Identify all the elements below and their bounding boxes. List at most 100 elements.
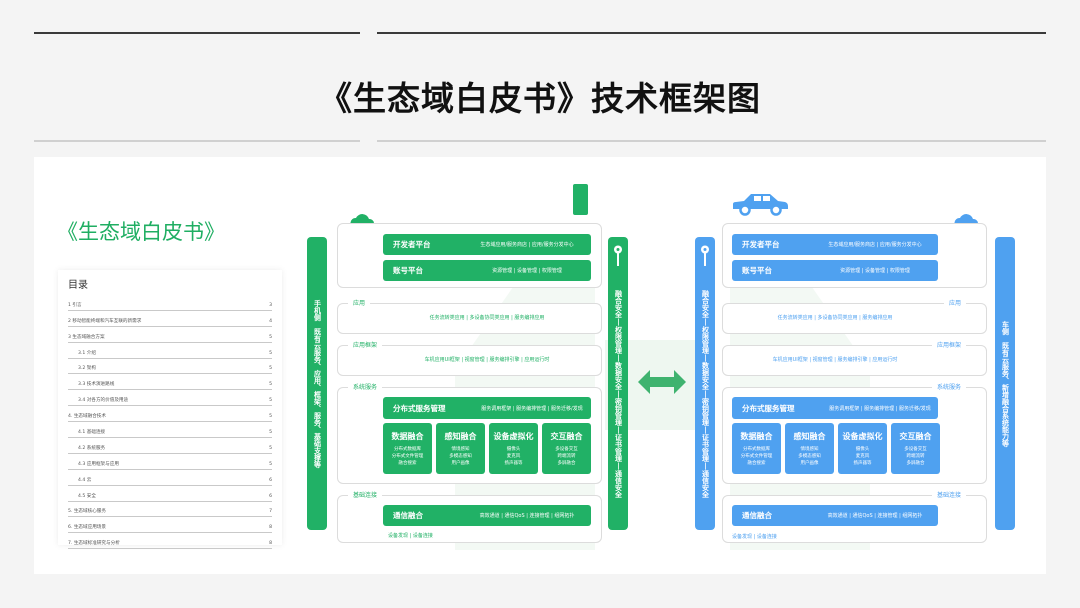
key-icon — [614, 245, 622, 266]
toc-item-label: 4.5 安全 — [78, 493, 96, 499]
car-tile: 交互融合多设备交互跨端流转多屏融合 — [891, 423, 940, 474]
phone-framework-frame: 应用框架 — [337, 340, 602, 376]
car-icon — [733, 194, 788, 216]
toc-item[interactable]: 6. 生态域应用场景 8 — [68, 517, 272, 534]
toc-item-label: 3.2 架构 — [78, 366, 96, 372]
toc-item-label: 4. 生态域融合技术 — [68, 414, 107, 420]
tile-line: 摄像头 — [855, 447, 870, 452]
toc-item-page: 5 — [269, 430, 272, 436]
toc-item[interactable]: 5. 生态域核心服务 7 — [68, 502, 272, 518]
tile-line: 摄像头 — [506, 447, 521, 452]
car-security-text: 融合安全|权限管理|数据安全|密钥管理|证书管理|通信安全 — [701, 289, 710, 498]
car-tile: 数据融合分布式数据库分布式文件管理融合搜索 — [732, 423, 781, 474]
toc-item-page: 6 — [269, 493, 272, 499]
tile-title: 设备虚拟化 — [493, 432, 534, 441]
tile-title: 设备虚拟化 — [842, 432, 883, 441]
car-dev-platform: 开发者平台生态域应用/服务商店 | 应用/服务分发中心 — [732, 234, 938, 255]
tile-line: 用户画像 — [451, 461, 470, 466]
toc-item-label: 4.1 基础连接 — [78, 430, 106, 436]
car-app-frame: 应用 — [722, 298, 987, 334]
toc-item[interactable]: 4.2 系统服务 5 — [68, 438, 272, 454]
phone-security-text: 融合安全|权限管理|数据安全|密钥管理|证书管理|通信安全 — [614, 289, 623, 498]
phone-comm-bar: 通信融合高效通道 | 通信QoS | 连接管理 | 组网拓扑 — [383, 505, 591, 526]
toc-item-page: 5 — [269, 398, 272, 404]
tile-title: 交互融合 — [550, 432, 583, 441]
phone-base-sub: 设备发现 | 设备连接 — [388, 533, 433, 539]
tile-line: 分布式数据库 — [394, 447, 421, 452]
tile-line: 多模态感知 — [798, 454, 821, 459]
tile-line: 多设备交互 — [555, 447, 578, 452]
tile-line: 跨端流转 — [906, 454, 925, 459]
tile-line: 麦克风 — [855, 454, 870, 459]
tile-title: 数据融合 — [391, 432, 424, 441]
tile-line: 情境感知 — [451, 447, 470, 452]
phone-framework-desc: 车机应用UI框架 | 视窗管理 | 服务编排引擎 | 应用运行时 — [424, 357, 550, 363]
toc-item-label: 7. 生态域标准研究与分析 — [68, 541, 120, 547]
top-rule-right — [377, 32, 1046, 34]
toc-item[interactable]: 4.1 基础连接 5 — [68, 422, 272, 439]
toc-item-label: 3.4 对各方的价值及用途 — [78, 398, 129, 404]
toc-item-label: 6. 生态域应用场景 — [68, 525, 107, 531]
tile-title: 感知融合 — [444, 432, 477, 441]
tile-line: 多屏融合 — [557, 461, 576, 466]
tile-line: 多模态感知 — [449, 454, 472, 459]
toc-item-page: 8 — [269, 525, 272, 531]
tile-line: 跨端流转 — [557, 454, 576, 459]
car-base-sub: 设备发现 | 设备连接 — [732, 534, 777, 540]
phone-account-platform: 账号平台资源管理 | 设备管理 | 权限管理 — [383, 260, 591, 281]
toc-item-label: 4.2 系统服务 — [78, 445, 106, 451]
car-framework-desc: 车机应用UI框架 | 视窗管理 | 服务编排引擎 | 应用运行时 — [772, 357, 898, 363]
toc-item[interactable]: 3.4 对各方的价值及用途 5 — [68, 390, 272, 407]
toc-item-label: 4.3 应用框架与应用 — [78, 461, 119, 467]
phone-app-desc: 任务流转类应用 | 多设备协同类应用 | 服务编排应用 — [429, 315, 545, 321]
double-arrow-icon — [638, 370, 686, 394]
tile-line: 情境感知 — [800, 447, 819, 452]
car-framework-frame: 应用框架 — [722, 340, 987, 376]
car-distributed-bar: 分布式服务管理服务调用框架 | 服务编排管理 | 服务迁移/发现 — [732, 397, 938, 419]
toc-item[interactable]: 3 生态域融合方案 5 — [68, 327, 272, 343]
phone-tile: 设备虚拟化摄像头麦克风扬声器等 — [489, 423, 538, 474]
tile-line: 扬声器等 — [504, 461, 523, 466]
toc-item-page: 5 — [269, 350, 272, 356]
phone-icon — [573, 184, 588, 215]
toc-item-label: 2 移动智能终端和汽车互联的新需求 — [68, 318, 142, 324]
toc-item-label: 3 生态域融合方案 — [68, 334, 105, 340]
toc-item-page: 5 — [269, 445, 272, 451]
toc-item-page: 7 — [269, 509, 272, 515]
car-tile: 感知融合情境感知多模态感知用户画像 — [785, 423, 834, 474]
book-title: 《生态域白皮书》 — [57, 220, 225, 244]
toc-item-label: 4.4 云 — [78, 477, 92, 483]
toc-item-page: 5 — [269, 334, 272, 340]
toc-item[interactable]: 4.3 应用框架与应用 5 — [68, 454, 272, 470]
tile-line: 麦克风 — [506, 454, 521, 459]
car-tile: 设备虚拟化摄像头麦克风扬声器等 — [838, 423, 887, 474]
phone-security-bar: 融合安全|权限管理|数据安全|密钥管理|证书管理|通信安全 — [608, 237, 628, 530]
toc-item[interactable]: 3.2 架构 5 — [68, 359, 272, 375]
tile-line: 分布式数据库 — [743, 447, 770, 452]
phone-side-bar: 手机侧 既有云服务、应用、框架、服务、基础支撑等 — [307, 237, 327, 530]
toc-item-label: 5. 生态域核心服务 — [68, 509, 107, 515]
page-title: 《生态域白皮书》技术框架图 — [319, 79, 761, 118]
toc-item-page: 5 — [269, 366, 272, 372]
toc-item[interactable]: 4.5 安全 6 — [68, 486, 272, 502]
tile-title: 数据融合 — [740, 432, 773, 441]
toc-item-page: 3 — [269, 302, 272, 308]
tile-title: 交互融合 — [899, 432, 932, 441]
toc-heading: 目录 — [68, 280, 88, 291]
car-side-bar: 车侧 既有云服务、新增融合系统能力等 — [995, 237, 1015, 530]
toc-item-page: 5 — [269, 382, 272, 388]
phone-app-frame: 应用 — [337, 298, 602, 334]
tile-line: 分布式文件管理 — [740, 454, 773, 459]
phone-tile: 感知融合情境感知多模态感知用户画像 — [436, 423, 485, 474]
tile-line: 多设备交互 — [904, 447, 927, 452]
tile-line: 用户画像 — [800, 461, 819, 466]
toc-item-page: 5 — [269, 461, 272, 467]
